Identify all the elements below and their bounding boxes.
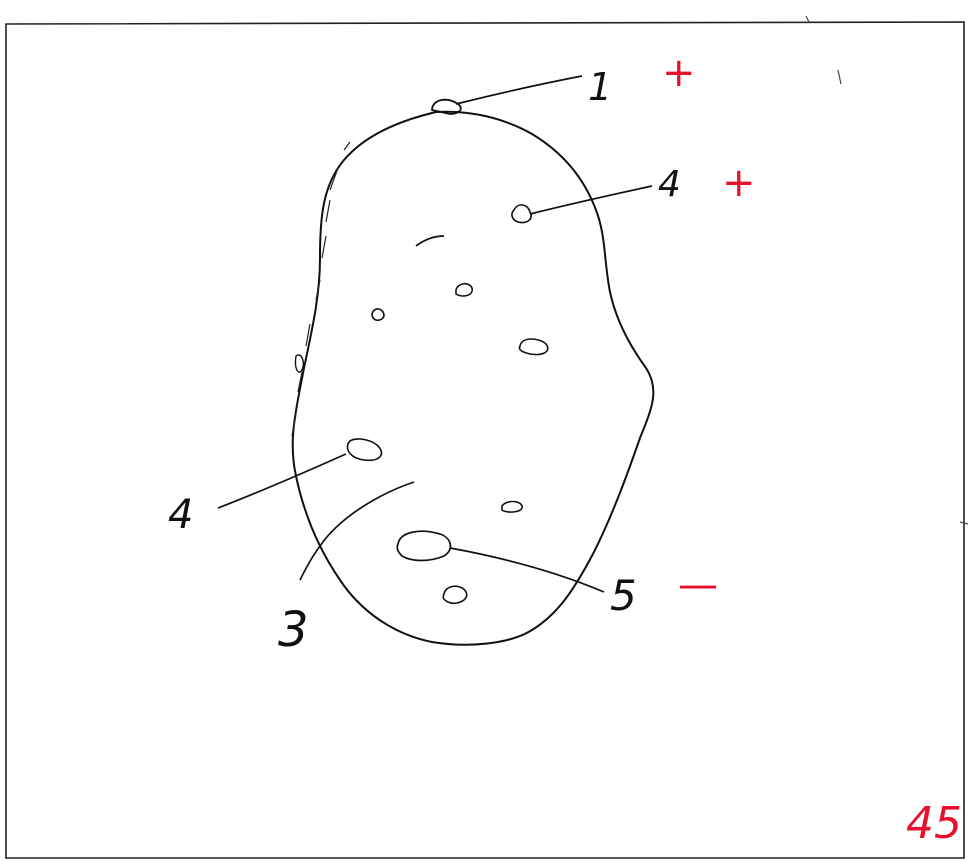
label-4-upper: 4 bbox=[658, 164, 681, 205]
label-5: 5 bbox=[610, 571, 637, 620]
label-4-left: 4 bbox=[168, 492, 193, 538]
label-1: 1 bbox=[588, 65, 612, 109]
grade-mark-plus-1: + bbox=[662, 50, 696, 96]
grade-mark-minus-5: — bbox=[678, 562, 718, 608]
grade-score: 45 bbox=[906, 798, 962, 849]
label-3: 3 bbox=[278, 602, 309, 658]
grade-mark-plus-4: + bbox=[722, 160, 756, 206]
